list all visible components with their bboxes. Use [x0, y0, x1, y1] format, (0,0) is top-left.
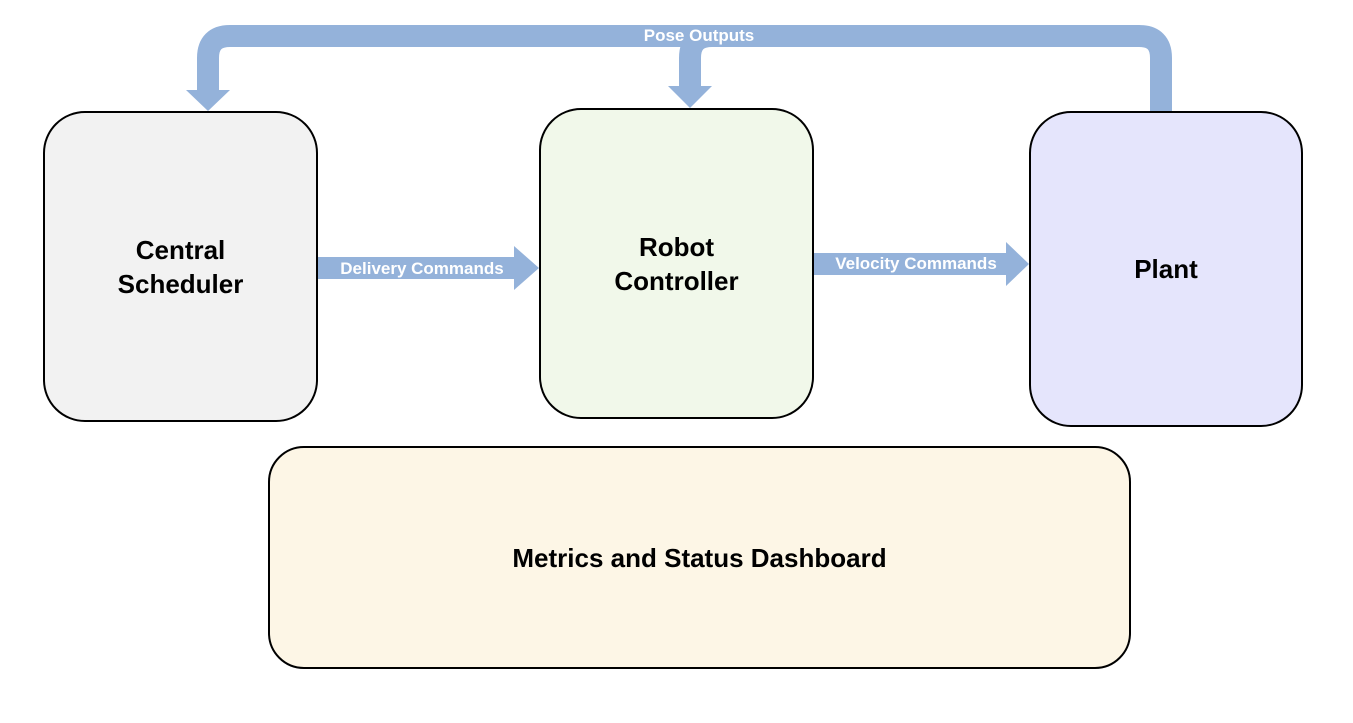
plant-label: Plant — [1134, 254, 1198, 284]
pose-outputs-label: Pose Outputs — [644, 26, 755, 45]
pose-feedback-path — [197, 25, 1172, 111]
velocity-commands-label: Velocity Commands — [835, 254, 997, 273]
delivery-commands-label: Delivery Commands — [340, 259, 503, 278]
velocity-arrowhead — [1006, 242, 1029, 286]
velocity-arrow-shaft — [814, 253, 1008, 275]
robot-controller-block: Robot Controller — [539, 108, 814, 419]
delivery-arrow-shaft — [318, 257, 516, 279]
plant-block: Plant — [1029, 111, 1303, 427]
metrics-dashboard-block: Metrics and Status Dashboard — [268, 446, 1131, 669]
pose-branch-path — [679, 25, 713, 92]
delivery-arrowhead — [514, 246, 539, 290]
pose-arrowhead-controller — [668, 86, 712, 108]
central-scheduler-label: Central Scheduler — [117, 234, 244, 299]
robot-controller-label: Robot Controller — [614, 231, 739, 296]
metrics-dashboard-label: Metrics and Status Dashboard — [512, 542, 887, 573]
central-scheduler-block: Central Scheduler — [43, 111, 318, 422]
pose-arrowhead-scheduler — [186, 90, 230, 111]
